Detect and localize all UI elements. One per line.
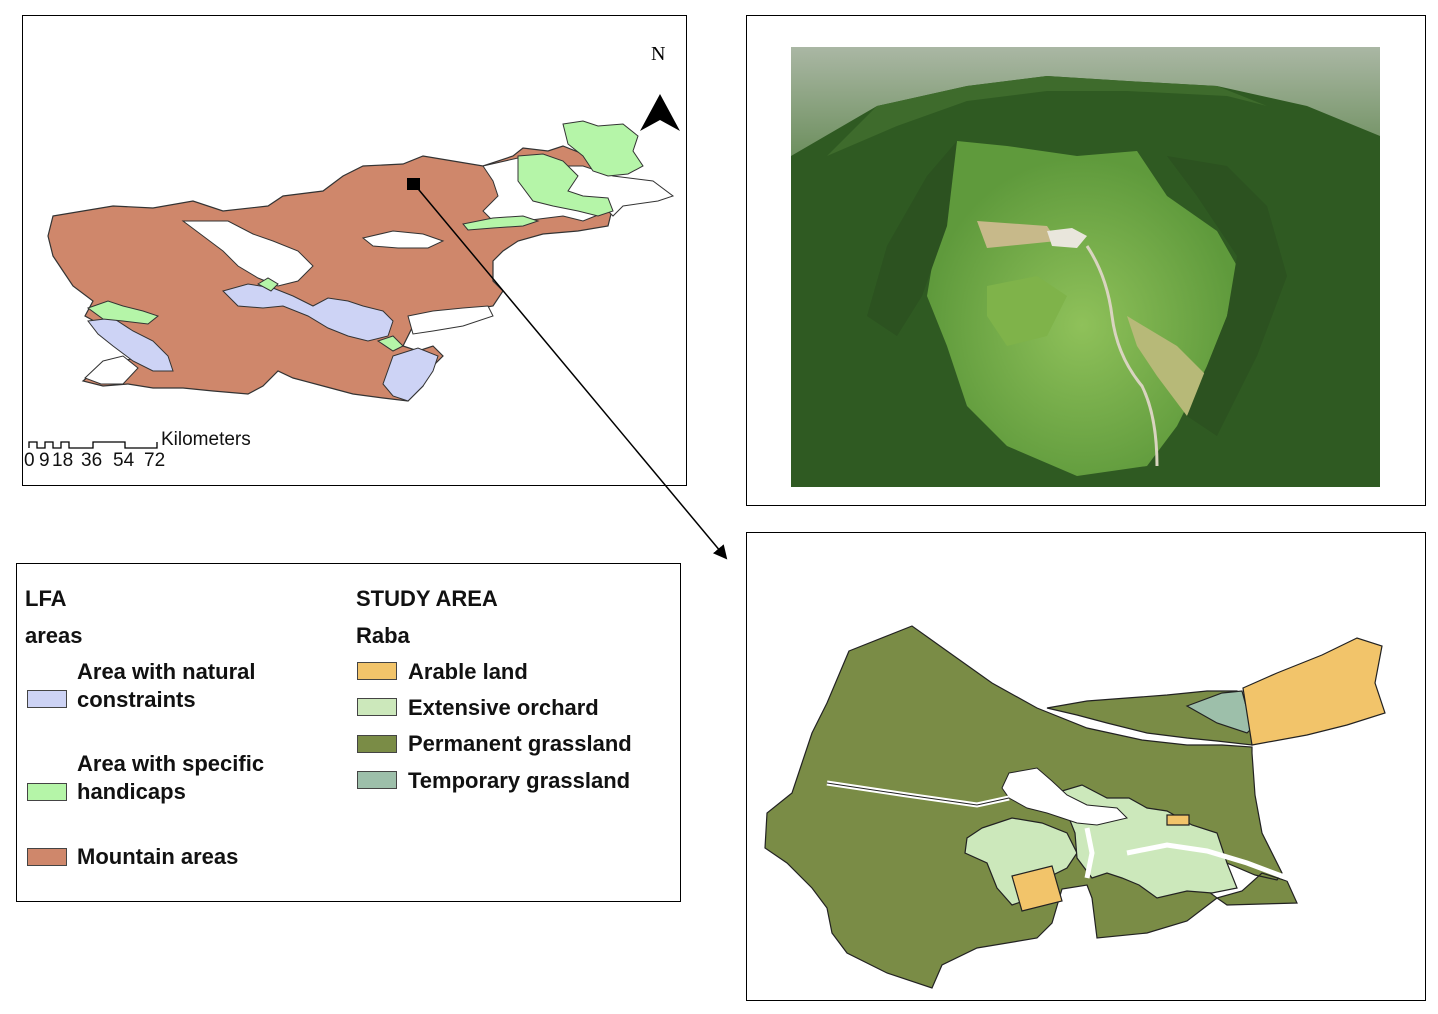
legend-swatch-specific: [27, 783, 67, 801]
legend-label-specific: Area with specific handicaps: [77, 751, 265, 804]
legend-label-natural: Area with natural constraints: [77, 659, 256, 712]
scale-bar: [28, 441, 158, 449]
legend-lfa-title: LFA: [25, 586, 67, 611]
lfa-map-panel: N Kilometers 0 9 18 36 54 72: [22, 15, 687, 486]
legend-swatch-orchard: [357, 698, 397, 716]
scale-tick-0: 0: [24, 450, 35, 471]
lfa-map: [28, 94, 680, 449]
legend-label-mountain: Mountain areas: [77, 844, 239, 869]
legend-lfa-subtitle: areas: [25, 623, 83, 648]
scale-tick-18: 18: [52, 450, 74, 471]
legend-study-title: STUDY AREA: [356, 586, 498, 611]
legend-label-permanent: Permanent grassland: [408, 731, 632, 756]
legend-swatch-arable: [357, 662, 397, 680]
unclassified-region-central: [181, 220, 314, 287]
specific-handicaps-region-north: [562, 120, 644, 177]
legend-swatch-natural: [27, 690, 67, 708]
legend-study-subtitle: Raba: [356, 623, 410, 648]
natural-constraints-region-west: [87, 317, 174, 372]
legend-swatch-temporary: [357, 771, 397, 789]
legend-label-arable: Arable land: [408, 659, 528, 684]
arable-land-small-east: [1166, 814, 1190, 826]
north-label: N: [651, 43, 666, 65]
study-area-panel: [746, 532, 1426, 1001]
road: [1084, 827, 1095, 879]
scale-tick-54: 54: [113, 450, 135, 471]
homestead-area: [1001, 767, 1128, 826]
road: [826, 782, 1010, 806]
north-arrow-icon: [640, 94, 680, 131]
study-area-marker: [407, 178, 420, 190]
legend-panel: LFA areas Area with natural constraints …: [16, 563, 681, 902]
specific-handicaps-region-central: [256, 277, 279, 292]
legend-swatch-permanent: [357, 735, 397, 753]
scale-tick-72: 72: [144, 450, 166, 471]
study-area-map: [764, 625, 1386, 989]
legend-label-orchard: Extensive orchard: [408, 695, 599, 720]
natural-constraints-region-karst: [222, 283, 394, 342]
arable-land-small-west: [1011, 865, 1063, 912]
aerial-photo: [791, 47, 1380, 487]
arable-land-large: [1242, 637, 1386, 746]
scale-tick-9: 9: [39, 450, 50, 471]
legend-label-temporary: Temporary grassland: [408, 768, 631, 793]
road: [1126, 842, 1296, 884]
aerial-photo-panel: [746, 15, 1426, 506]
scale-unit-label: Kilometers: [161, 429, 251, 450]
specific-handicaps-region-south: [376, 335, 404, 352]
unclassified-region-southwest: [84, 355, 139, 385]
legend-swatch-mountain: [27, 848, 67, 866]
scale-tick-36: 36: [81, 450, 103, 471]
unclassified-region-northeast: [482, 157, 675, 222]
specific-handicaps-region-west: [86, 300, 160, 325]
